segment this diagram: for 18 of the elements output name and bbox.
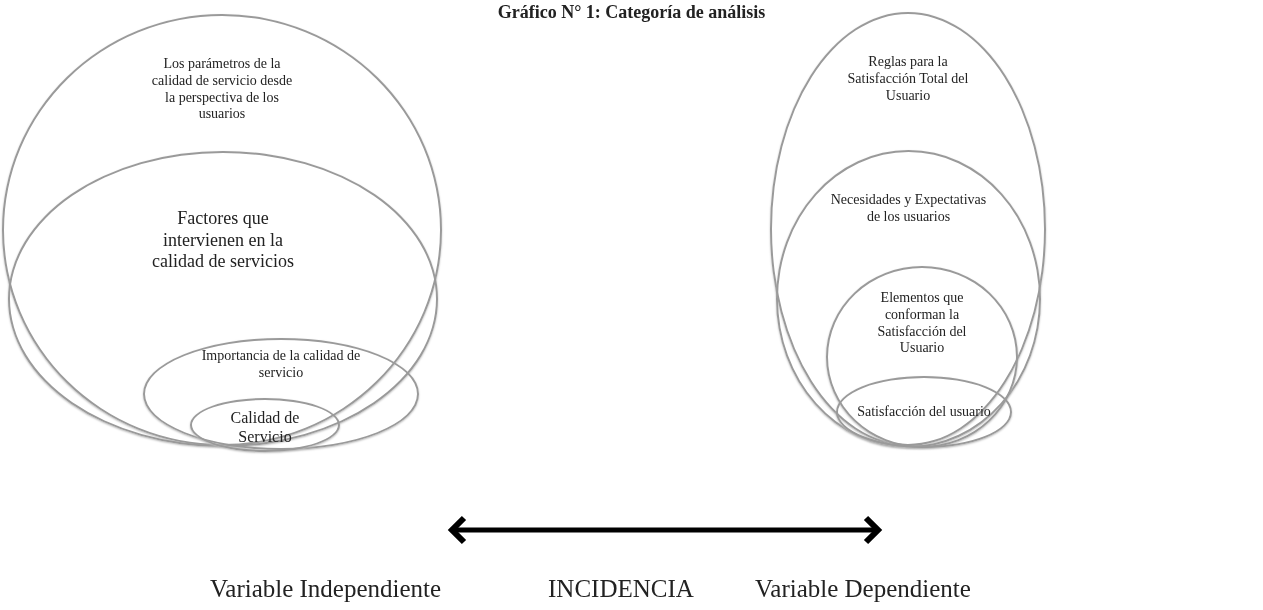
category-label: Reglas para la Satisfacción Total del Usuario	[846, 54, 970, 105]
category-ellipse	[143, 338, 419, 450]
category-label: Satisfacción del usuario	[856, 404, 992, 421]
diagram-title: Gráfico N° 1: Categoría de análisis	[496, 2, 767, 23]
category-label: Calidad de Servicio	[229, 408, 301, 447]
category-label: Importancia de la calidad de servicio	[200, 348, 362, 382]
variable-caption: Variable Independiente	[210, 575, 442, 603]
category-label: Los parámetros de la calidad de servicio desde la perspectiva de los usuarios	[150, 56, 294, 124]
category-label: Factores que intervienen en la calidad de servicios	[151, 208, 295, 273]
category-ellipse	[836, 376, 1012, 448]
category-ellipse	[190, 398, 340, 452]
category-label: Necesidades y Expectativas de los usuarios	[829, 192, 988, 226]
category-label: Elementos que conforman la Satisfacción del Usuario	[876, 290, 968, 358]
double-arrow	[449, 515, 881, 545]
category-ellipse	[826, 266, 1018, 448]
category-ellipse	[776, 150, 1041, 448]
variable-caption: Variable Dependiente	[755, 575, 971, 603]
category-ellipse	[770, 12, 1046, 446]
